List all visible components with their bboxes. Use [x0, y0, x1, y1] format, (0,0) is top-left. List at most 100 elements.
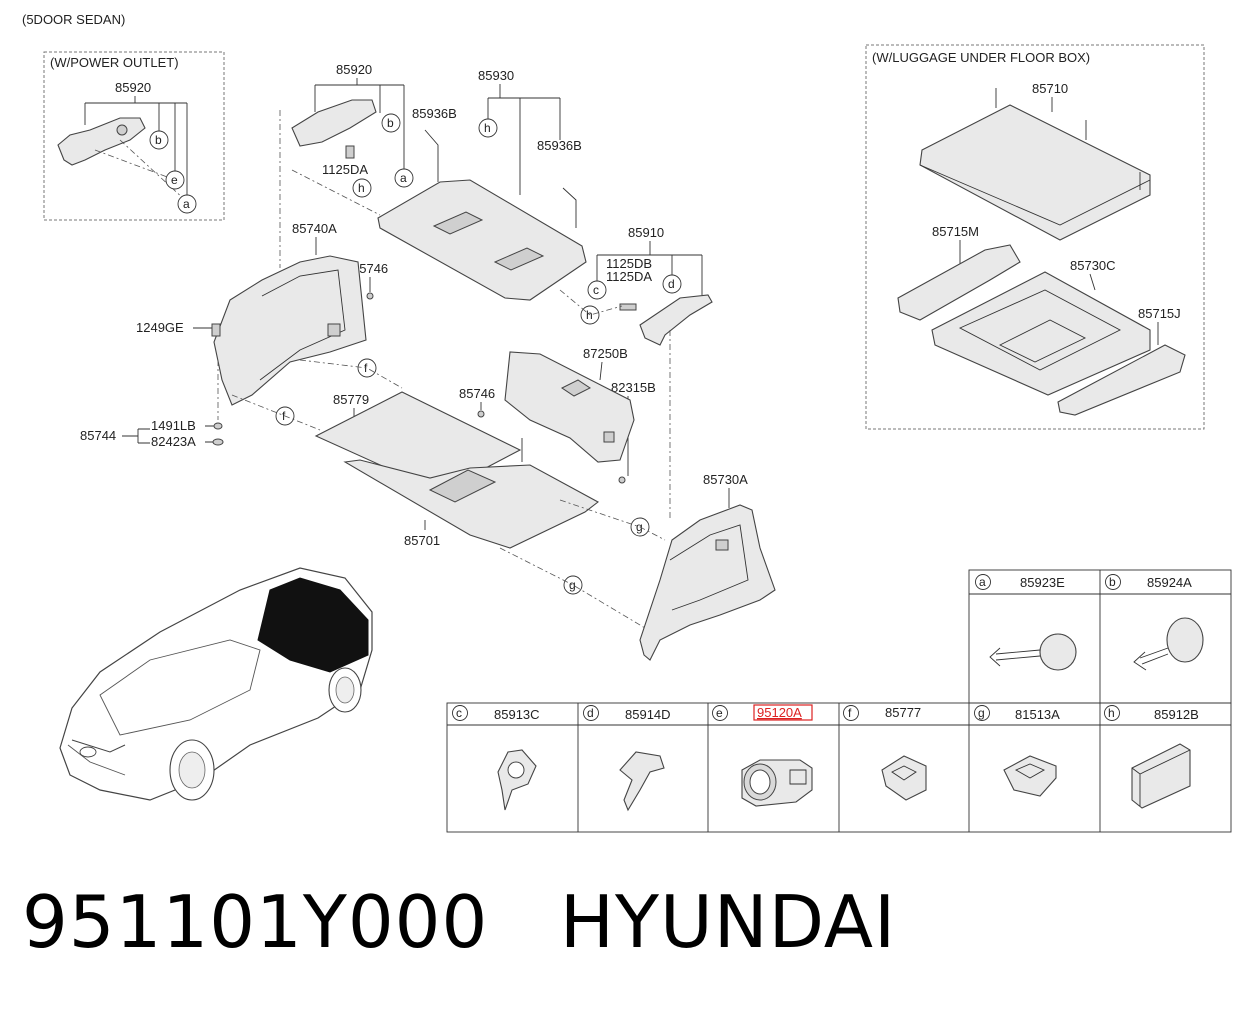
back-panel-trim-part — [504, 351, 635, 463]
legend-part-85912b: 85912B — [1154, 707, 1199, 722]
svg-text:h: h — [484, 121, 491, 135]
part-number-title: 951101Y000 HYUNDAI — [22, 880, 897, 964]
callout-85936b-left: 85936B — [412, 106, 457, 121]
circle-d-main: d — [662, 274, 682, 294]
clip-81513a-icon — [1003, 755, 1057, 797]
svg-text:c: c — [456, 706, 462, 720]
callout-85930: 85930 — [478, 68, 514, 83]
callout-85730a: 85730A — [703, 472, 748, 487]
legend-part-81513a: 81513A — [1015, 707, 1060, 722]
luggage-part-85730c: 85730C — [1070, 258, 1116, 273]
clip-85914d-icon — [619, 751, 665, 812]
callout-85701: 85701 — [404, 533, 440, 548]
circle-g-lower: g — [563, 575, 583, 595]
callout-82315b: 82315B — [611, 380, 656, 395]
svg-text:b: b — [155, 133, 162, 147]
callout-1249ge: 1249GE — [136, 320, 184, 335]
legend-letter-g: g — [974, 705, 990, 721]
power-outlet-part-85920: 85920 — [115, 80, 151, 95]
callout-85936b-right: 85936B — [537, 138, 582, 153]
callout-85740a: 85740A — [292, 221, 337, 236]
luggage-box-inset: (W/LUGGAGE UNDER FLOOR BOX) 85710 85715M… — [865, 44, 1205, 430]
power-outlet-trim-part — [57, 117, 146, 166]
luggage-floor-part — [343, 459, 600, 549]
circle-c-main: c — [587, 280, 607, 300]
clip-85923e-icon — [989, 633, 1077, 671]
circle-f-upper: f — [357, 358, 377, 378]
callout-85910: 85910 — [628, 225, 664, 240]
luggage-part-85710: 85710 — [1032, 81, 1068, 96]
circle-a-main: a — [394, 168, 414, 188]
power-outlet-title: (W/POWER OUTLET) — [50, 55, 179, 70]
legend-letter-b: b — [1105, 574, 1121, 590]
callout-85920: 85920 — [336, 62, 372, 77]
svg-text:c: c — [593, 283, 599, 297]
legend-part-85924a: 85924A — [1147, 575, 1192, 590]
svg-text:b: b — [387, 116, 394, 130]
floor-grid-pattern — [428, 469, 497, 503]
clip-85912b-icon — [1131, 743, 1191, 809]
svg-text:e: e — [171, 173, 178, 187]
right-bracket-part — [639, 294, 713, 346]
clip-85913c-icon — [497, 749, 537, 811]
svg-text:g: g — [978, 706, 985, 720]
parts-diagram: (5DOOR SEDAN) (W/POWER OUTLET) 85920 b e… — [22, 12, 1232, 833]
power-outlet-circle-a: a — [177, 194, 197, 214]
legend-letter-e: e — [712, 705, 728, 721]
callout-1125db: 1125DB — [606, 256, 652, 271]
power-outlet-95120a-icon — [741, 759, 813, 807]
right-quarter-trim-part — [639, 504, 776, 661]
variant-label: (5DOOR SEDAN) — [22, 12, 125, 27]
luggage-side-rail — [897, 244, 1021, 321]
svg-text:h: h — [586, 308, 593, 322]
callout-85746-upper: 85746 — [352, 261, 388, 276]
svg-text:d: d — [587, 706, 594, 720]
luggage-rear-rail — [1057, 344, 1186, 416]
legend-letter-d: d — [583, 705, 599, 721]
package-tray-part — [377, 179, 587, 301]
svg-text:b: b — [1109, 575, 1116, 589]
svg-text:g: g — [569, 578, 576, 592]
legend-letter-h: h — [1104, 705, 1120, 721]
legend-letter-a: a — [975, 574, 991, 590]
circle-h-upper: h — [352, 178, 372, 198]
svg-text:h: h — [1108, 706, 1115, 720]
svg-text:d: d — [668, 277, 675, 291]
svg-text:h: h — [358, 181, 365, 195]
circle-h-tray: h — [478, 118, 498, 138]
clip-85924a-icon — [1133, 617, 1204, 671]
left-quarter-trim-part — [213, 255, 367, 406]
upper-trim-part — [291, 99, 377, 147]
callout-1491lb: 1491LB — [151, 418, 196, 433]
legend-part-95120a[interactable]: 95120A — [757, 705, 802, 720]
luggage-part-85715j: 85715J — [1138, 306, 1181, 321]
svg-text:a: a — [400, 171, 407, 185]
callout-1125da-right: 1125DA — [606, 269, 652, 284]
luggage-part-85715m: 85715M — [932, 224, 979, 239]
power-outlet-circle-b: b — [149, 130, 169, 150]
legend-part-85923e: 85923E — [1020, 575, 1065, 590]
legend-table: a 85923E b 85924A c 85913C d 85914D e 95… — [446, 569, 1232, 833]
luggage-box-title: (W/LUGGAGE UNDER FLOOR BOX) — [872, 50, 1090, 65]
vehicle-illustration — [59, 567, 373, 801]
callout-82423a: 82423A — [151, 434, 196, 449]
circle-b-main: b — [381, 113, 401, 133]
callout-87250b: 87250B — [583, 346, 628, 361]
callout-1125da-upper: 1125DA — [322, 162, 368, 177]
legend-letter-c: c — [452, 705, 468, 721]
luggage-tray — [931, 271, 1151, 396]
clip-85777-icon — [881, 755, 927, 801]
luggage-floor-board — [919, 104, 1151, 241]
circle-h-bracket: h — [580, 305, 600, 325]
svg-text:g: g — [636, 520, 643, 534]
callout-85744: 85744 — [80, 428, 116, 443]
legend-letter-f: f — [843, 705, 859, 721]
callout-85746-lower: 85746 — [459, 386, 495, 401]
svg-text:e: e — [716, 706, 723, 720]
legend-part-85777: 85777 — [885, 705, 921, 720]
highlight-box-95120a — [753, 704, 813, 721]
legend-part-85913c: 85913C — [494, 707, 540, 722]
svg-text:a: a — [979, 575, 986, 589]
svg-text:f: f — [848, 706, 852, 720]
callout-85779: 85779 — [333, 392, 369, 407]
